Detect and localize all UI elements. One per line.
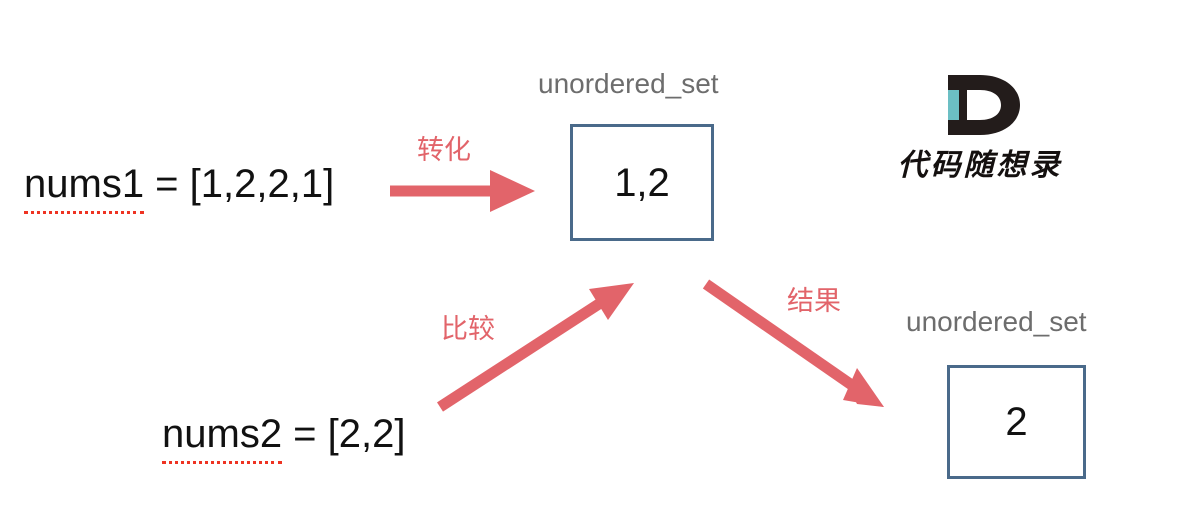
arrow-caption-result: 结果 bbox=[787, 286, 841, 316]
arrow-caption-convert: 转化 bbox=[417, 135, 471, 165]
set-box-second-value: 2 bbox=[1005, 400, 1028, 444]
set-box-second: 2 bbox=[947, 365, 1086, 479]
set-box-first: 1,2 bbox=[570, 124, 714, 241]
variable-value-nums2: = [2,2] bbox=[282, 412, 406, 456]
logo-d-icon bbox=[880, 72, 1080, 138]
set-box-first-value: 1,2 bbox=[614, 160, 670, 205]
variable-name-nums2: nums2 bbox=[162, 412, 283, 464]
arrow-convert bbox=[390, 170, 535, 212]
box-label-unordered-set-2: unordered_set bbox=[906, 306, 1087, 337]
box-label-unordered-set-1: unordered_set bbox=[538, 68, 719, 99]
arrow-caption-compare: 比较 bbox=[441, 314, 495, 344]
logo-brand-text: 代码随想录 bbox=[897, 149, 1063, 182]
variable-value-nums1: = [1,2,2,1] bbox=[144, 162, 335, 206]
expression-nums1: nums1 = [1,2,2,1] bbox=[24, 162, 335, 214]
variable-name-nums1: nums1 bbox=[24, 162, 145, 214]
expression-nums2: nums2 = [2,2] bbox=[162, 412, 406, 464]
brand-logo: 代码随想录 bbox=[880, 72, 1080, 190]
